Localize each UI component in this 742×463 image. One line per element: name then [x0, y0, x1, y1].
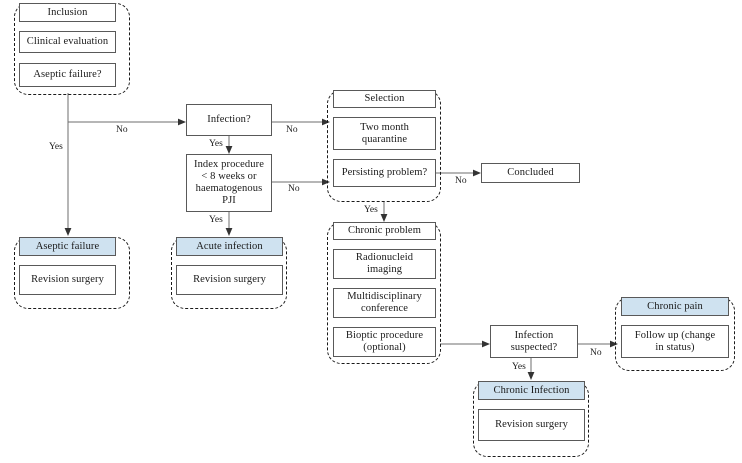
- arrowhead-to-chronic-infection: [527, 372, 535, 380]
- edge-label-infection-yes: Yes: [209, 139, 223, 149]
- edge-label-suspected-yes: Yes: [512, 362, 526, 372]
- node-acute-revision-surgery[interactable]: Revision surgery: [176, 265, 283, 295]
- node-selection[interactable]: Selection: [333, 90, 436, 108]
- node-clinical-evaluation[interactable]: Clinical evaluation: [19, 31, 116, 53]
- node-infection-question[interactable]: Infection?: [186, 104, 272, 136]
- edge-label-persisting-yes: Yes: [364, 205, 378, 215]
- arrowhead-infection-no: [322, 118, 330, 126]
- edge-label-suspected-no: No: [590, 348, 602, 358]
- edge-label-index-yes: Yes: [209, 215, 223, 225]
- node-chronic-infection[interactable]: Chronic Infection: [478, 381, 585, 400]
- node-aseptic-failure[interactable]: Aseptic failure: [19, 237, 116, 256]
- arrowhead-to-concluded: [473, 169, 481, 177]
- node-persisting-problem-question[interactable]: Persisting problem?: [333, 159, 436, 187]
- node-acute-infection[interactable]: Acute infection: [176, 237, 283, 256]
- node-index-procedure[interactable]: Index procedure < 8 weeks or haematogeno…: [186, 154, 272, 212]
- node-multidisciplinary-conference[interactable]: Multidisciplinary conference: [333, 288, 436, 318]
- node-aseptic-revision-surgery[interactable]: Revision surgery: [19, 265, 116, 295]
- edge-label-inclusion-yes: Yes: [49, 142, 63, 152]
- node-aseptic-failure-question[interactable]: Aseptic failure?: [19, 63, 116, 87]
- edge-label-persisting-no: No: [455, 176, 467, 186]
- node-chronic-revision-surgery[interactable]: Revision surgery: [478, 409, 585, 441]
- node-two-month-quarantine[interactable]: Two month quarantine: [333, 117, 436, 150]
- node-infection-suspected-question[interactable]: Infection suspected?: [490, 325, 578, 358]
- arrowhead-inclusion-to-aseptic: [64, 228, 72, 236]
- edge-label-inclusion-no: No: [116, 125, 128, 135]
- arrowhead-to-acute: [225, 228, 233, 236]
- node-chronic-problem[interactable]: Chronic problem: [333, 222, 436, 240]
- node-chronic-pain[interactable]: Chronic pain: [621, 297, 729, 316]
- arrowhead-to-index: [225, 146, 233, 154]
- node-bioptic-procedure[interactable]: Bioptic procedure (optional): [333, 327, 436, 357]
- node-inclusion[interactable]: Inclusion: [19, 3, 116, 22]
- node-follow-up[interactable]: Follow up (change in status): [621, 325, 729, 358]
- arrowhead-to-suspected: [482, 340, 490, 348]
- edge-label-index-no: No: [288, 184, 300, 194]
- node-concluded[interactable]: Concluded: [481, 163, 580, 183]
- arrowhead-index-no: [322, 178, 330, 186]
- node-radionucleid-imaging[interactable]: Radionucleid imaging: [333, 249, 436, 279]
- arrowhead-to-chronic-pain: [610, 340, 618, 348]
- arrowhead-to-infection: [178, 118, 186, 126]
- arrowhead-to-chronic-problem: [380, 214, 388, 222]
- edge-label-infection-no: No: [286, 125, 298, 135]
